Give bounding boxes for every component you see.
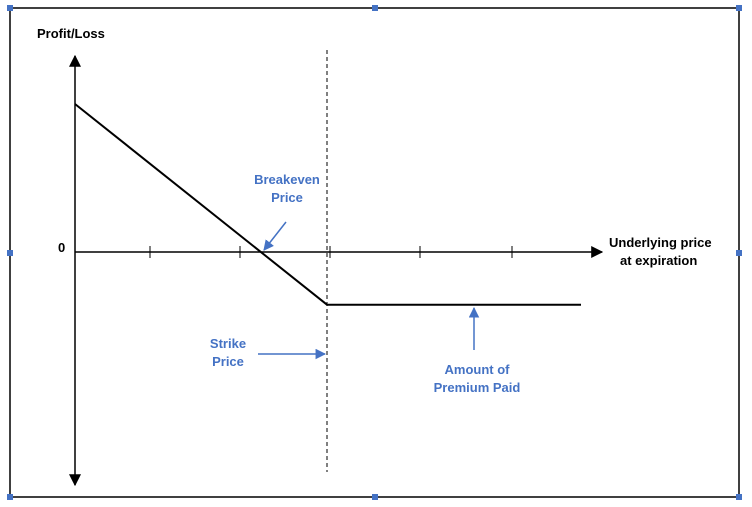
- resize-handle-left[interactable]: [7, 250, 13, 256]
- resize-handle-bottom-left[interactable]: [7, 494, 13, 500]
- breakeven-label-line2: Price: [271, 190, 303, 205]
- resize-handle-top[interactable]: [372, 5, 378, 11]
- resize-handle-bottom[interactable]: [372, 494, 378, 500]
- resize-handle-right[interactable]: [736, 250, 742, 256]
- resize-handle-top-right[interactable]: [736, 5, 742, 11]
- x-axis-ticks: [149, 246, 513, 258]
- payoff-line: [74, 103, 581, 306]
- strike-label-line2: Price: [212, 354, 244, 369]
- premium-label-line2: Premium Paid: [434, 380, 521, 395]
- premium-label-line1: Amount of: [445, 362, 511, 377]
- x-axis-label-line2: at expiration: [620, 253, 697, 268]
- resize-handle-top-left[interactable]: [7, 5, 13, 11]
- resize-handle-bottom-right[interactable]: [736, 494, 742, 500]
- breakeven-arrow: [263, 221, 287, 251]
- breakeven-label-line1: Breakeven: [254, 172, 320, 187]
- zero-label: 0: [58, 240, 65, 255]
- x-axis-label-line1: Underlying price: [609, 235, 712, 250]
- y-axis-label: Profit/Loss: [37, 26, 105, 41]
- strike-label-line1: Strike: [210, 336, 246, 351]
